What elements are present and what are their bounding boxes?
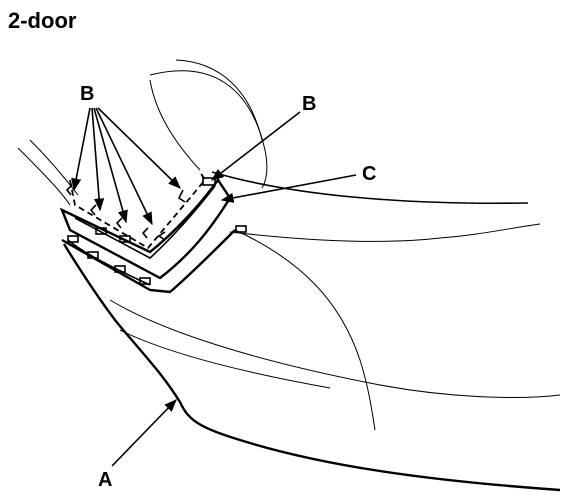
bumper-cover-top	[61, 229, 236, 294]
bumper-cover-lower-line	[119, 329, 331, 389]
callout-a: A	[98, 469, 112, 491]
clip-tabs	[65, 177, 247, 243]
callout-c: C	[362, 163, 376, 185]
callout-a-leader	[111, 399, 177, 467]
rear-glass-inner-line	[149, 79, 201, 171]
callout-c-leader	[220, 174, 357, 203]
diagram-title: 2-door	[8, 8, 77, 33]
quarter-panel-left-outer	[17, 147, 71, 206]
callout-b-right-leader	[210, 111, 301, 181]
bumper-cover-bottom	[178, 401, 561, 492]
trunk-edge-upper	[211, 171, 529, 205]
bumper-clips	[67, 235, 151, 285]
body-top-line	[175, 59, 263, 141]
bumper-cover-body-line	[234, 229, 376, 431]
callout-b-left: B	[80, 83, 94, 105]
callout-b-left-leaders	[71, 107, 181, 226]
bumper-cover-crease	[109, 299, 561, 398]
callout-b-right: B	[302, 93, 316, 115]
bumper-cover-left-edge	[62, 243, 182, 403]
bracket-inner-edge	[74, 185, 216, 259]
trunk-edge-lower	[229, 223, 541, 242]
rear-glass-outline	[149, 70, 268, 189]
